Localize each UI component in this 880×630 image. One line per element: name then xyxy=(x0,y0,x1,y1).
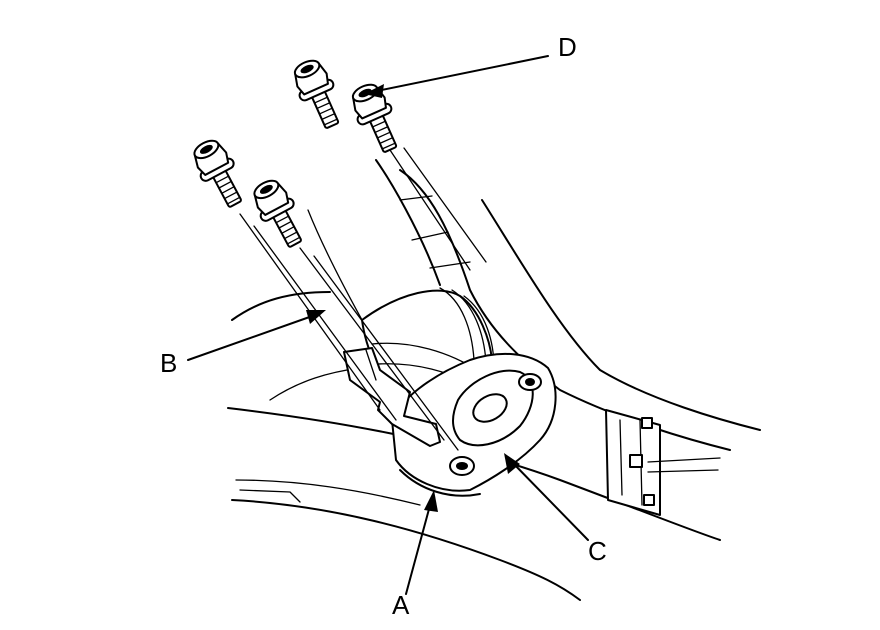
callout-b xyxy=(187,310,326,361)
shaft-assembly xyxy=(307,159,557,497)
label-a: A xyxy=(392,590,410,620)
callout-c xyxy=(504,453,589,541)
label-d: D xyxy=(558,32,577,62)
label-c: C xyxy=(588,536,607,566)
bolt-1 xyxy=(186,133,253,214)
bolt-2 xyxy=(246,173,313,254)
callout-d xyxy=(364,55,549,98)
label-b: B xyxy=(160,348,177,378)
callout-a xyxy=(405,490,438,595)
subframe-bracket xyxy=(605,409,721,516)
bolt-3 xyxy=(286,54,350,134)
